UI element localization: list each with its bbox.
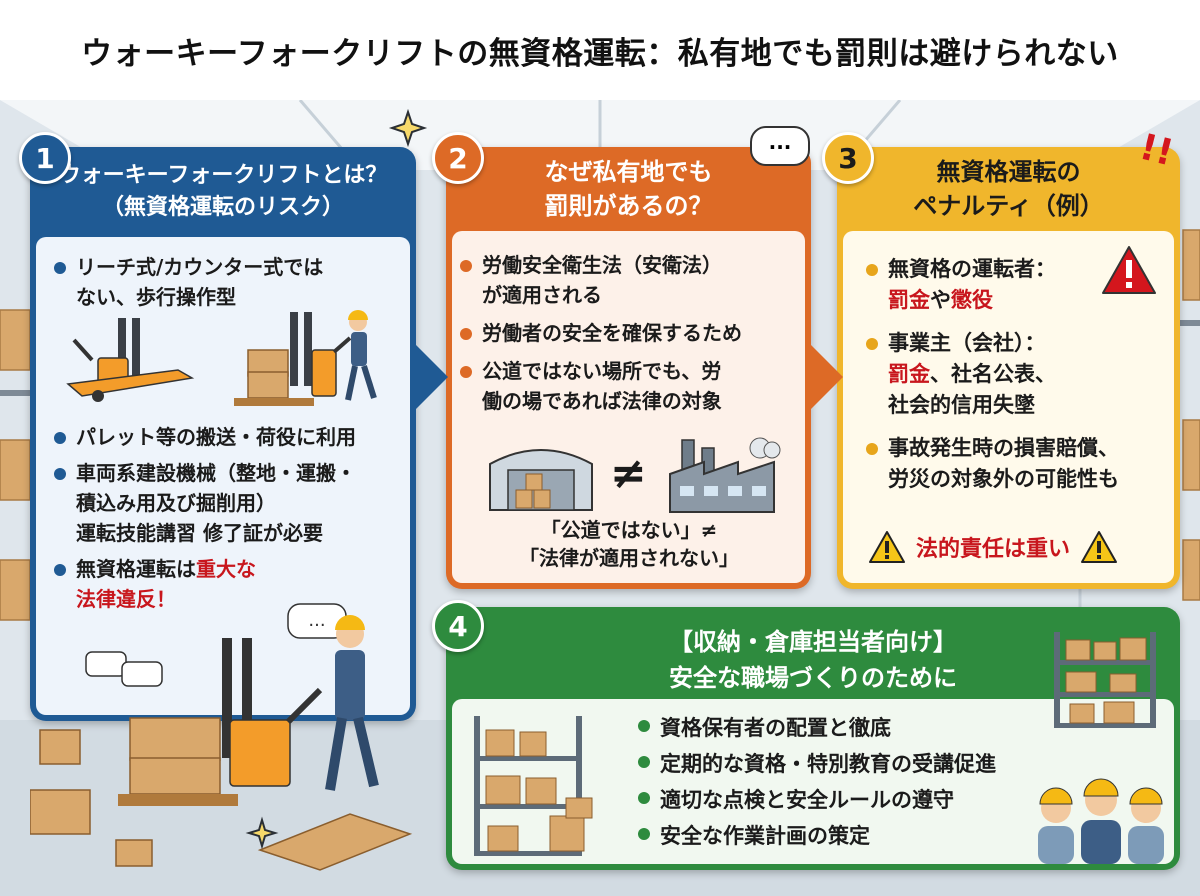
panel-1-title-line1: ウォーキーフォークリフトとは？	[58, 163, 388, 188]
warning-text: 法的責任は重い	[916, 537, 1071, 562]
list-item: 車両系建設機械（整地・運搬・積込み用及び掘削用）運転技能講習 修了証が必要	[52, 458, 356, 548]
panel-number-2: 2	[432, 132, 484, 184]
header: ウォーキーフォークリフトの無資格運転：私有地でも罰則は避けられない	[0, 0, 1200, 100]
panel-2-body	[452, 231, 805, 583]
list-item: 事故発生時の損害賠償、労災の対象外の可能性も	[864, 433, 1119, 495]
list-item: 労働安全衛生法（安衛法）が適用される	[458, 250, 742, 310]
forklift-illustration	[66, 310, 377, 406]
panel-3-title-line1: 無資格運転の	[936, 158, 1081, 186]
panel-1-list-b: パレット等の搬送・荷役に利用 車両系建設機械（整地・運搬・積込み用及び掘削用）運…	[52, 422, 356, 614]
workers-icon	[1038, 778, 1164, 864]
panel-number-3: 3	[822, 132, 874, 184]
list-item: 無資格運転は重大な法律違反！	[52, 554, 356, 614]
speech-bubble-icon: ...	[750, 126, 810, 166]
speech-bubble-text: ...	[308, 610, 325, 631]
list-item: 公道ではない場所でも、労働の場であれば法律の対象	[458, 356, 742, 416]
danger-triangle-icon	[1102, 246, 1156, 294]
list-item: 適切な点検と安全ルールの遵守	[636, 782, 996, 818]
list-item: 事業主（会社）：罰金、社名公表、社会的信用失墜	[864, 328, 1119, 421]
panel-4-title-line2: 安全な職場づくりのために	[669, 664, 957, 692]
panel-2-list: 労働安全衛生法（安衛法）が適用される 労働者の安全を確保するため 公道ではない場…	[458, 250, 742, 416]
not-equal-sign: ≠	[610, 448, 647, 499]
factory-icon	[669, 437, 781, 513]
panel-1-title-line2: （無資格運転のリスク）	[101, 195, 344, 220]
panel-3-title-line2: ペナルティ（例）	[913, 192, 1104, 220]
list-item: リーチ式/カウンター式ではない、歩行操作型	[52, 252, 323, 312]
panel-2-title-line2: 罰則があるの？	[544, 192, 713, 220]
list-item: 定期的な資格・特別教育の受講促進	[636, 746, 996, 782]
panel-4-title-line1: 【収納・倉庫担当者向け】	[669, 628, 957, 656]
list-item: パレット等の搬送・荷役に利用	[52, 422, 356, 452]
list-item: 資格保有者の配置と徹底	[636, 710, 996, 746]
panel-number-1: 1	[19, 132, 71, 184]
legal-responsibility-warning: 法的責任は重い	[868, 530, 1118, 564]
panel-4-title: 【収納・倉庫担当者向け】 安全な職場づくりのために	[446, 621, 1180, 699]
panel-2-title-line1: なぜ私有地でも	[544, 158, 713, 186]
panel-number-4: 4	[432, 600, 484, 652]
warning-icon	[869, 531, 905, 563]
worker-forklift-scene: ...	[30, 603, 413, 871]
panel-4-list: 資格保有者の配置と徹底 定期的な資格・特別教育の受講促進 適切な点検と安全ルール…	[636, 710, 996, 854]
list-item: 労働者の安全を確保するため	[458, 318, 742, 348]
panel-2-title: なぜ私有地でも 罰則があるの？	[446, 147, 811, 231]
panel-2-caption: 「公道ではない」≠ 「法律が適用されない」	[519, 518, 739, 570]
panel-1-list-a: リーチ式/カウンター式ではない、歩行操作型	[52, 252, 323, 312]
arrow-2-to-3	[809, 343, 843, 411]
page-title: ウォーキーフォークリフトの無資格運転：私有地でも罰則は避けられない	[81, 35, 1119, 72]
warning-icon	[1081, 531, 1118, 563]
list-item: 無資格の運転者：罰金や懲役	[864, 254, 1119, 316]
shelf-icon	[1054, 632, 1156, 728]
panel-3-list: 無資格の運転者：罰金や懲役 事業主（会社）：罰金、社名公表、社会的信用失墜 事故…	[864, 254, 1119, 495]
panel-1-title: ウォーキーフォークリフトとは？ （無資格運転のリスク）	[30, 147, 416, 237]
list-item: 安全な作業計画の策定	[636, 818, 996, 854]
rack-boxes-icon	[474, 716, 593, 856]
panel-3-title: 無資格運転の ペナルティ（例）	[837, 147, 1180, 231]
arrow-1-to-2	[414, 343, 448, 411]
warehouse-icon	[489, 449, 593, 511]
panel-why-private-land: なぜ私有地でも 罰則があるの？	[446, 147, 811, 589]
